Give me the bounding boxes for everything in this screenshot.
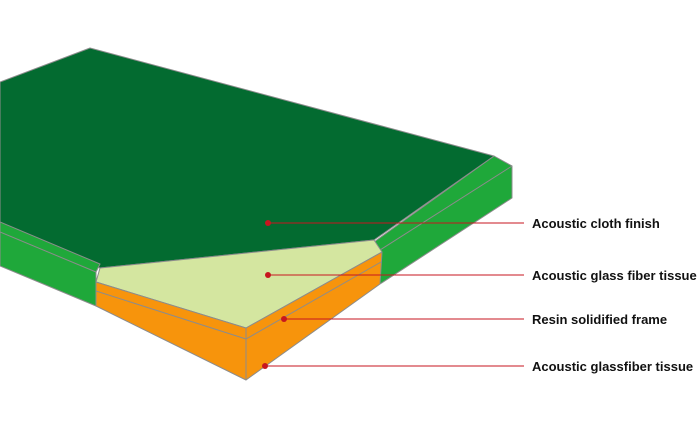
callout-label: Acoustic cloth finish [532, 216, 660, 231]
acoustic-panel [0, 47, 513, 381]
leader-dot [262, 363, 268, 369]
leader-dot [265, 272, 271, 278]
callout-resin-solidified-frame: Resin solidified frame [281, 312, 667, 327]
leader-dot [281, 316, 287, 322]
layer-line-front [95, 290, 247, 340]
callout-label: Acoustic glass fiber tissue [532, 268, 697, 283]
callout-label: Acoustic glassfiber tissue [532, 359, 693, 374]
callouts: Acoustic cloth finish Acoustic glass fib… [262, 216, 697, 374]
callout-acoustic-glassfiber-tissue: Acoustic glassfiber tissue [262, 359, 693, 374]
leader-dot [265, 220, 271, 226]
callout-label: Resin solidified frame [532, 312, 667, 327]
cloth-top-bevel-left [0, 221, 101, 273]
callout-acoustic-cloth-finish: Acoustic cloth finish [265, 216, 660, 231]
callout-acoustic-glass-fiber-tissue: Acoustic glass fiber tissue [265, 268, 697, 283]
